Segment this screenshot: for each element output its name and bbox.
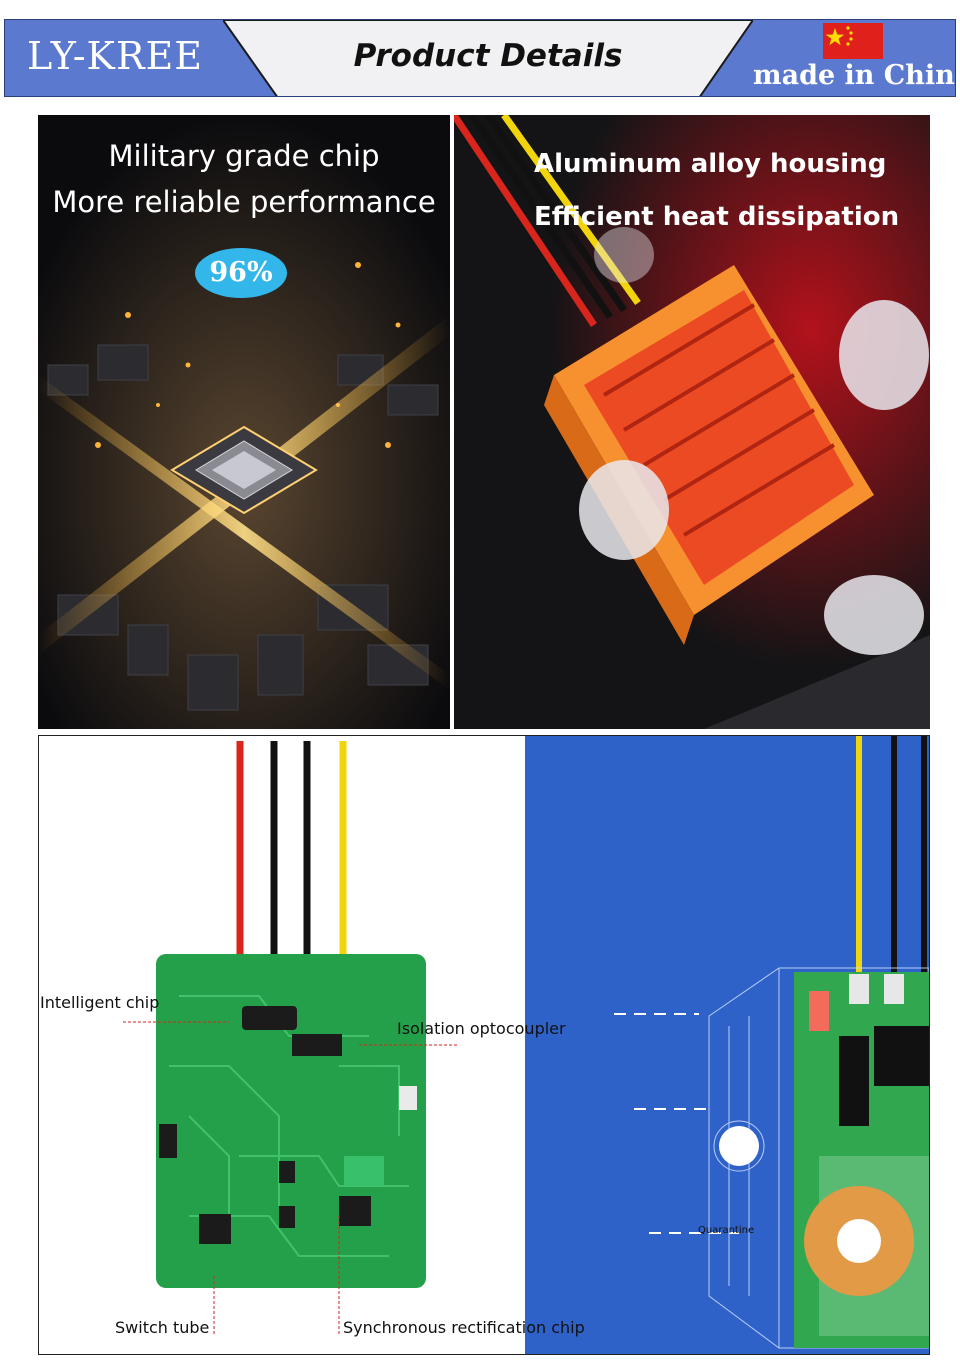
housing-caption-line2: Efficient heat dissipation bbox=[534, 202, 900, 232]
title-plate: Product Details bbox=[223, 20, 753, 96]
pcb-panel: Intelligent chip Isolation optocoupler S… bbox=[38, 735, 930, 1355]
label-sync-rectification-chip: Synchronous rectification chip bbox=[343, 1318, 585, 1337]
circuit-board-illustration bbox=[38, 115, 450, 729]
brand-logo: LY-KREE bbox=[27, 34, 204, 78]
chip-panel: Military grade chip More reliable perfor… bbox=[38, 115, 450, 729]
label-switch-tube: Switch tube bbox=[115, 1318, 210, 1337]
housing-caption-line1: Aluminum alloy housing bbox=[534, 149, 887, 179]
chip-caption-line1: Military grade chip bbox=[108, 139, 380, 173]
wires bbox=[454, 115, 641, 327]
chip-graphic bbox=[170, 425, 318, 515]
heat-vapor bbox=[579, 227, 929, 655]
label-intelligent-chip: Intelligent chip bbox=[40, 993, 160, 1012]
page-title: Product Details bbox=[353, 38, 623, 74]
efficiency-badge: 96% bbox=[195, 248, 287, 298]
pcb-illustration bbox=[123, 736, 929, 1354]
housing-panel: Aluminum alloy housing Efficient heat di… bbox=[454, 115, 930, 729]
label-quarantine: Quarantine bbox=[698, 1225, 755, 1236]
pcb-board bbox=[156, 954, 426, 1288]
china-flag-icon bbox=[823, 23, 883, 59]
aluminum-housing-illustration bbox=[454, 115, 930, 729]
origin-label: made in China bbox=[753, 60, 956, 91]
title-plate-shape bbox=[223, 20, 753, 96]
header-banner: LY-KREE Product Details made in China bbox=[4, 19, 956, 97]
chip-caption-line2: More reliable performance bbox=[52, 185, 436, 219]
label-isolation-optocoupler: Isolation optocoupler bbox=[397, 1019, 566, 1038]
